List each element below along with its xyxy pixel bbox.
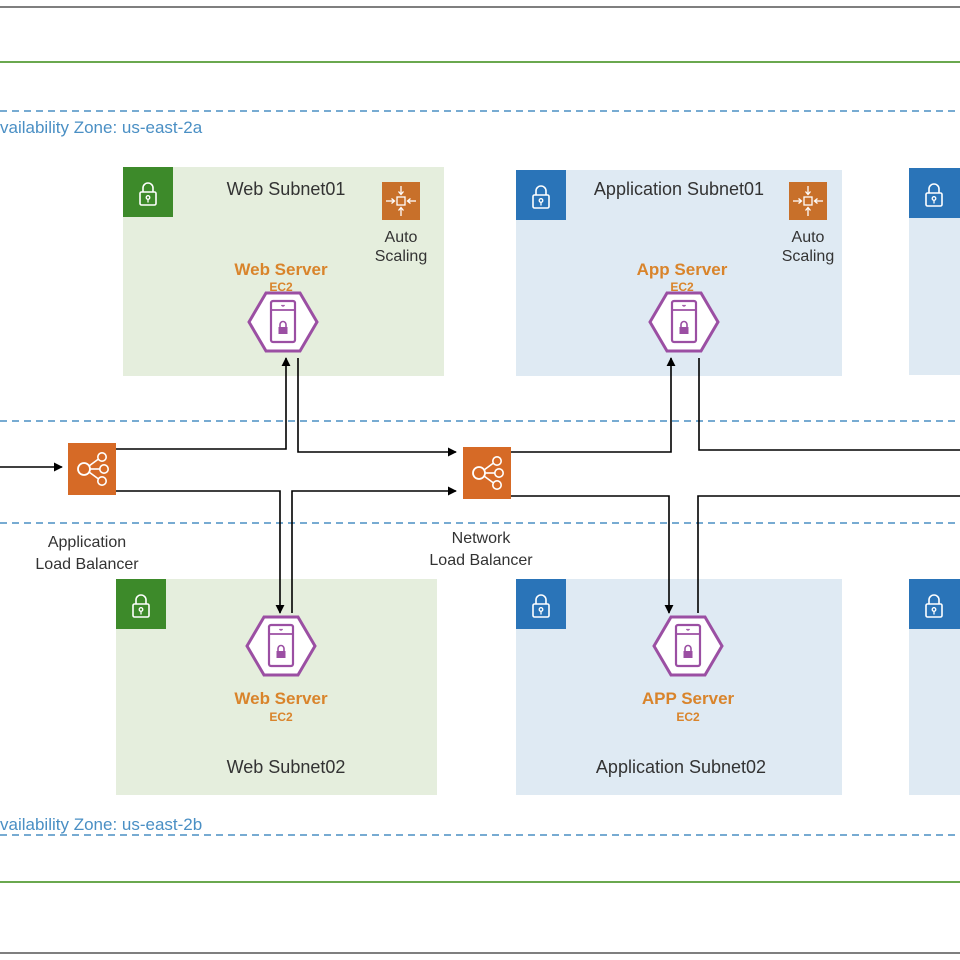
app-server01-sub: EC2 <box>670 280 694 294</box>
app02-to-right-line <box>697 495 960 613</box>
web-server02-sub: EC2 <box>269 710 293 724</box>
nlb-label-2: Load Balancer <box>429 552 533 569</box>
web-server01-sub: EC2 <box>269 280 293 294</box>
web-server02-ec2-icon <box>245 615 317 677</box>
web-server01-ec2-icon <box>247 291 319 353</box>
web01-to-nlb-arrow <box>297 358 457 457</box>
web-server01-title: Web Server <box>234 260 328 279</box>
app-auto-scaling-icon <box>788 181 828 221</box>
app-auto-scaling-label-2: Scaling <box>782 248 834 265</box>
web-auto-scaling-icon <box>381 181 421 221</box>
app-server02-title: APP Server <box>642 689 735 708</box>
app-subnet01-label: Application Subnet01 <box>594 179 764 199</box>
app-server01-title: App Server <box>637 260 728 279</box>
alb-to-web01-arrow <box>116 357 291 450</box>
web-subnet01-lock-icon <box>123 167 173 217</box>
web-subnet01-label: Web Subnet01 <box>227 179 346 199</box>
app-subnet02-label: Application Subnet02 <box>596 757 766 777</box>
web-subnet02-lock-icon <box>116 579 166 629</box>
connectors <box>0 357 960 614</box>
network-load-balancer-icon <box>462 446 512 500</box>
right-subnet-bottom-lock-icon <box>909 579 960 629</box>
app-subnet02-box <box>516 579 842 795</box>
alb-label-1: Application <box>48 534 126 551</box>
web-auto-scaling-label-1: Auto <box>385 229 418 246</box>
az-a-label: vailability Zone: us-east-2a <box>0 118 203 137</box>
alb-label-2: Load Balancer <box>35 556 139 573</box>
web-subnet02-label: Web Subnet02 <box>227 757 346 777</box>
web-subnet02-box <box>116 579 437 795</box>
web02-to-nlb-arrow <box>291 486 457 613</box>
nlb-label-1: Network <box>452 530 512 547</box>
app-server01-ec2-icon <box>648 291 720 353</box>
app01-to-right-line <box>698 358 960 451</box>
app-subnet02-lock-icon <box>516 579 566 629</box>
web-auto-scaling-label-2: Scaling <box>375 248 427 265</box>
app-server02-sub: EC2 <box>676 710 700 724</box>
application-load-balancer-icon <box>67 442 117 496</box>
app-subnet01-lock-icon <box>516 170 566 220</box>
alb-to-web02-arrow <box>116 490 285 614</box>
az-b-label: vailability Zone: us-east-2b <box>0 815 202 834</box>
app-auto-scaling-label-1: Auto <box>792 229 825 246</box>
nlb-to-app02-arrow <box>510 495 674 614</box>
nlb-to-app01-arrow <box>510 357 676 453</box>
app-server02-ec2-icon <box>652 615 724 677</box>
right-subnet-top-lock-icon <box>909 168 960 218</box>
web-server02-title: Web Server <box>234 689 328 708</box>
